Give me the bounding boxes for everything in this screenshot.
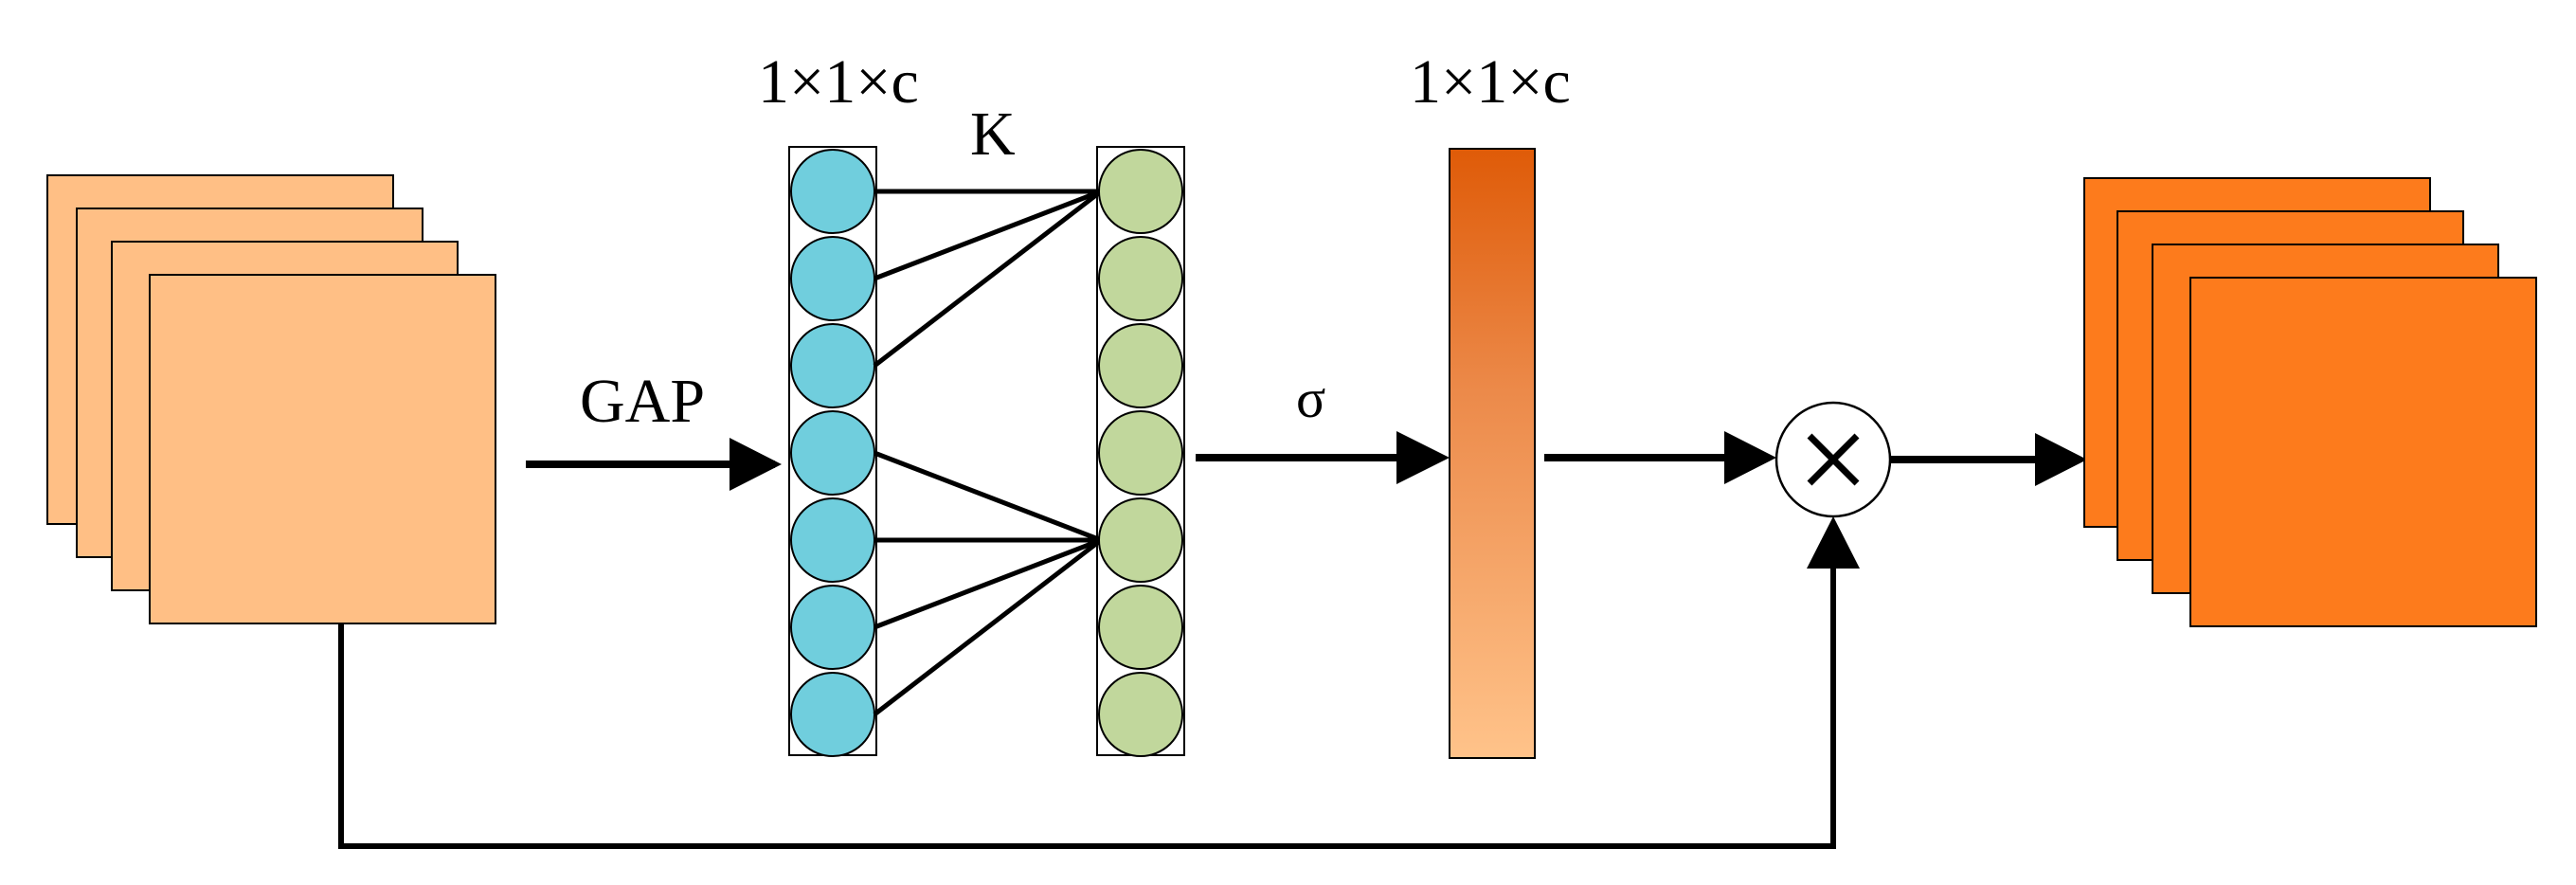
conv-vector-node xyxy=(1098,236,1183,321)
skip-connection xyxy=(338,516,1860,849)
output-arrow xyxy=(1891,433,2087,486)
pooled-vector-node xyxy=(790,497,875,583)
sigma-label: σ xyxy=(1296,368,1325,429)
output-feature-maps xyxy=(2083,177,2537,627)
pooled-vector-dim-label: 1×1×c xyxy=(758,47,919,117)
conv-vector-node xyxy=(1098,497,1183,583)
pooled-vector-node xyxy=(790,585,875,670)
pooled-vector-node xyxy=(790,236,875,321)
weight-bar-dim-label: 1×1×c xyxy=(1410,47,1571,117)
kernel-connection-line xyxy=(873,190,1103,368)
kernel-connection-line xyxy=(874,450,1102,543)
gap-arrow xyxy=(526,438,782,491)
pooled-vector xyxy=(788,146,877,757)
conv-vector-node xyxy=(1098,410,1183,496)
input-feature-maps xyxy=(46,174,496,624)
gap-label: GAP xyxy=(580,367,705,436)
output-feature-map-layer xyxy=(2189,277,2537,627)
conv-vector-node xyxy=(1098,323,1183,408)
kernel-connection-line xyxy=(874,537,1102,630)
conv-vector-node xyxy=(1098,672,1183,757)
pooled-vector-node xyxy=(790,672,875,757)
conv-vector xyxy=(1096,146,1185,757)
kernel-connections xyxy=(873,189,1103,716)
multiply-node xyxy=(1774,401,1892,518)
pooled-vector-node xyxy=(790,323,875,408)
kernel-connection-line xyxy=(874,189,1102,281)
kernel-connection-line xyxy=(873,538,1103,716)
pooled-vector-node xyxy=(790,149,875,234)
input-feature-map-layer xyxy=(149,274,496,624)
kernel-label: K xyxy=(970,99,1016,169)
conv-vector-node xyxy=(1098,149,1183,234)
weight-to-multiply-arrow xyxy=(1544,431,1776,484)
sigmoid-arrow xyxy=(1196,431,1450,484)
pooled-vector-node xyxy=(790,410,875,496)
conv-vector-node xyxy=(1098,585,1183,670)
attention-weight-bar xyxy=(1449,148,1536,759)
